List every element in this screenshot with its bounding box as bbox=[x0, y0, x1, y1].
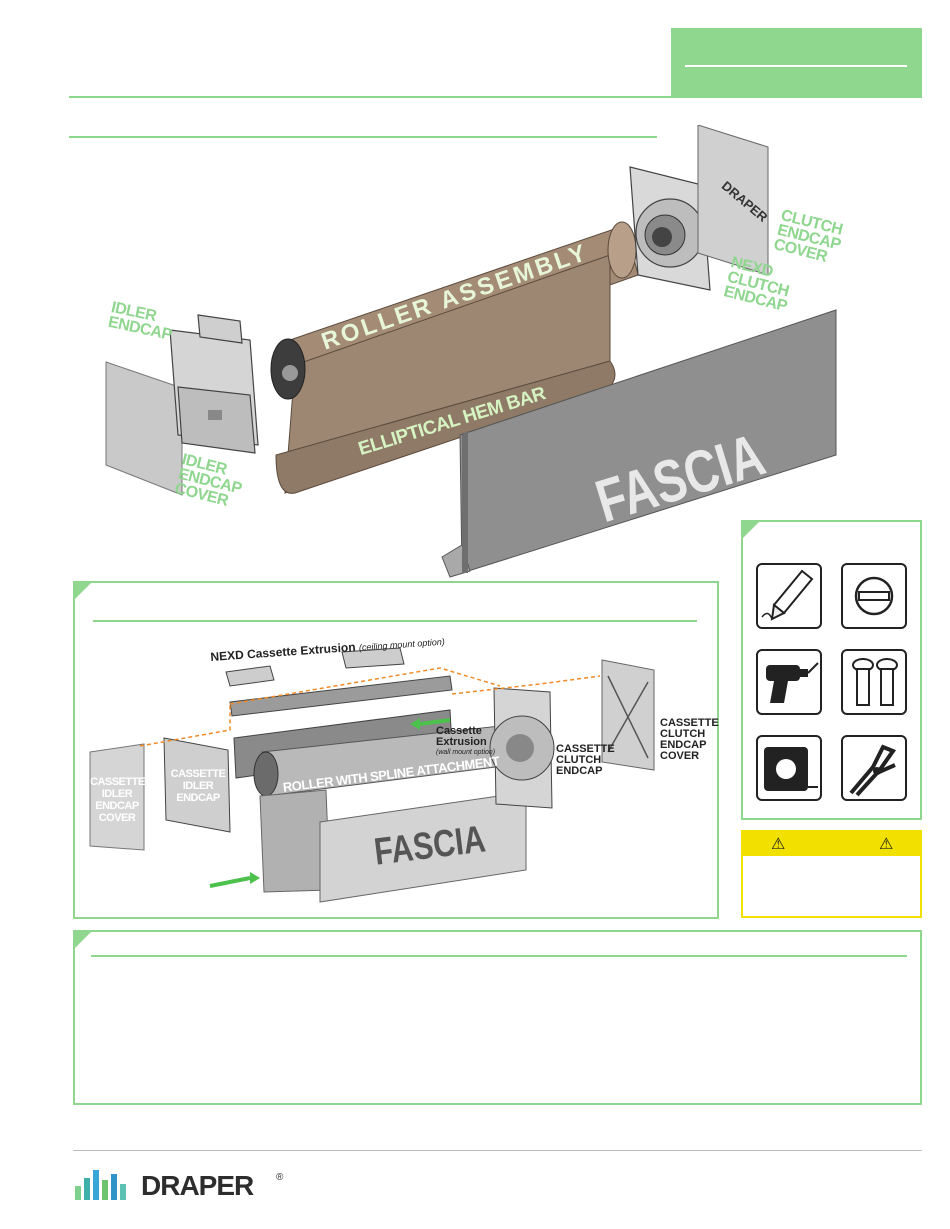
draper-logo-icon bbox=[75, 1170, 126, 1200]
section-rule-main bbox=[69, 136, 657, 138]
screws-tool bbox=[841, 649, 907, 715]
label-cassette-clutch-cover: CASSETTE CLUTCH ENDCAP COVER bbox=[660, 717, 719, 762]
ceiling-clip-right bbox=[341, 647, 405, 669]
drill-tool bbox=[756, 649, 822, 715]
drill-icon bbox=[766, 662, 819, 703]
idler-endcap-shape bbox=[169, 314, 259, 454]
install-guide-line-2 bbox=[229, 667, 501, 705]
nexd-clutch-endcap-shape bbox=[629, 166, 711, 291]
label-cassette-idler-endcap: CASSETTE IDLER ENDCAP bbox=[170, 768, 226, 804]
idler-endcap-cover-shape bbox=[105, 361, 183, 496]
cassette-idler-endcap-shape bbox=[163, 737, 231, 833]
header-tab bbox=[671, 28, 922, 98]
cassette-panel bbox=[73, 581, 719, 919]
green-arrow-roller bbox=[209, 876, 251, 888]
ceiling-clip-left bbox=[225, 665, 275, 687]
footer-rule bbox=[73, 1150, 922, 1151]
label-cassette-clutch-endcap: CASSETTE CLUTCH ENDCAP bbox=[556, 743, 615, 777]
pliers-tool bbox=[841, 735, 907, 801]
bottom-panel-rule bbox=[91, 955, 907, 957]
tools-panel-corner bbox=[743, 522, 759, 538]
pencil-icon bbox=[761, 569, 814, 621]
cassette-fascia-shape bbox=[319, 791, 527, 903]
install-guide-line-1 bbox=[139, 704, 231, 747]
warning-box: ⚠ ⚠ bbox=[741, 830, 922, 918]
label-cassette-idler-cover: CASSETTE IDLER ENDCAP COVER bbox=[90, 776, 145, 824]
pencil-tool bbox=[756, 563, 822, 629]
warning-triangle-icon-left: ⚠ bbox=[771, 836, 786, 853]
tape-measure-tool bbox=[756, 735, 822, 801]
level-icon bbox=[854, 576, 894, 616]
screws-icon bbox=[852, 658, 898, 706]
warning-header: ⚠ ⚠ bbox=[743, 832, 920, 856]
header-rule bbox=[69, 96, 673, 98]
install-guide-line-3 bbox=[451, 675, 601, 695]
cassette-idler-cover-shape bbox=[89, 743, 145, 851]
cassette-panel-corner bbox=[75, 583, 91, 599]
cassette-clutch-endcap-shape bbox=[489, 687, 555, 809]
bottom-panel-corner bbox=[75, 932, 91, 948]
warning-triangle-icon-right: ⚠ bbox=[879, 836, 894, 853]
cassette-panel-rule bbox=[93, 620, 697, 622]
logo-text: DRAPER bbox=[141, 1170, 254, 1201]
main-exploded-diagram: DRAPER bbox=[105, 125, 837, 578]
cassette-clutch-cover-shape bbox=[601, 659, 655, 771]
tape-measure-icon bbox=[764, 747, 818, 791]
roller-spline-shape bbox=[253, 725, 505, 893]
header-tab-rule bbox=[685, 65, 907, 67]
clutch-endcap-cover-shape: DRAPER bbox=[697, 125, 771, 276]
green-arrow-extrusion bbox=[419, 718, 451, 726]
roller-assembly-shape bbox=[270, 221, 639, 494]
cassette-extrusion-top bbox=[229, 675, 453, 717]
tools-panel bbox=[741, 520, 922, 820]
label-cassette-extrusion: Cassette Extrusion (wall mount option) bbox=[436, 725, 496, 757]
logo-registered: ® bbox=[276, 1172, 284, 1183]
pliers-icon bbox=[849, 744, 897, 797]
level-tool bbox=[841, 563, 907, 629]
fascia-shape bbox=[441, 309, 837, 578]
cassette-exploded-diagram bbox=[89, 647, 655, 903]
bottom-panel bbox=[73, 930, 922, 1105]
